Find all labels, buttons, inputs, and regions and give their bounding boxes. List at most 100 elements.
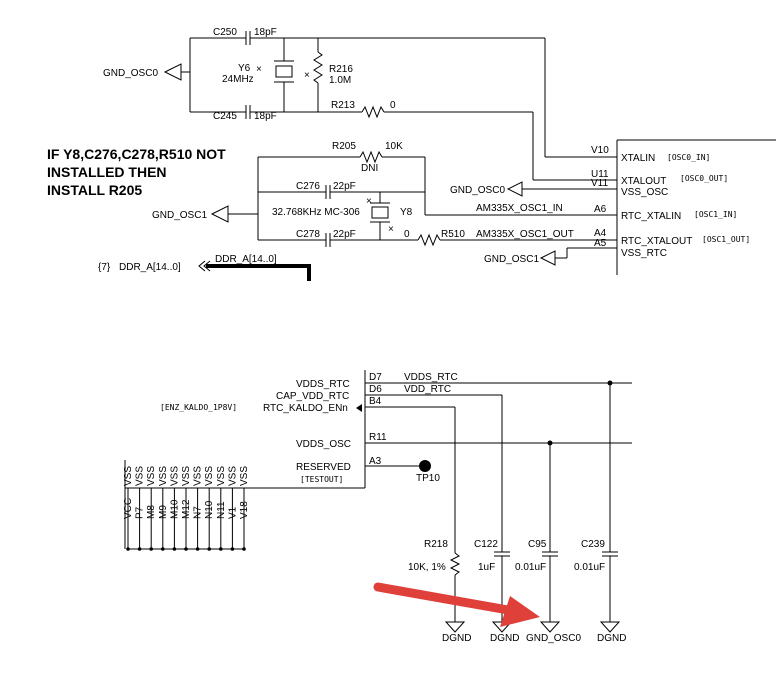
pin-xtalout: XTALOUT: [621, 176, 666, 187]
pin-cap-vdd-rtc: CAP_VDD_RTC: [276, 391, 349, 402]
c95-label: C95: [528, 539, 547, 550]
vss-ball-name: N7: [193, 506, 204, 519]
c278-label: C278: [296, 229, 320, 240]
r510-label: R510: [441, 229, 465, 240]
net-vdd-rtc: VDD_RTC: [404, 384, 451, 395]
gnd-osc0-left-label: GND_OSC0: [103, 68, 158, 79]
vss-ball-name: M8: [146, 505, 157, 519]
tp10-testpoint: [419, 460, 431, 472]
nc-mark-1: ×: [256, 64, 262, 75]
nc-mark-2: ×: [304, 70, 310, 81]
r510-value: 0: [404, 229, 410, 240]
c276-label: C276: [296, 181, 320, 192]
r213-label: R213: [331, 100, 355, 111]
dgnd-label-3: DGND: [597, 633, 626, 644]
pin-a6: A6: [594, 204, 607, 215]
pin-rtc-kaldo: RTC_KALDO_ENn: [263, 403, 348, 414]
gnd-osc0-label: GND_OSC0: [526, 633, 581, 644]
net-osc1-in: AM335X_OSC1_IN: [476, 203, 563, 214]
pin-a5: A5: [594, 238, 607, 249]
gnd-osc1-left-symbol: [210, 205, 229, 223]
pin-r11: R11: [369, 432, 387, 443]
y6-crystal: [275, 65, 293, 78]
net-osc1-out: AM335X_OSC1_OUT: [476, 229, 574, 240]
pin-rtc-xtalin-tag: [OSC1_IN]: [694, 210, 737, 219]
dgnd-label-2: DGND: [490, 633, 519, 644]
c239-label: C239: [581, 539, 605, 550]
vss-ball-name: M12: [181, 499, 192, 519]
pin-d6: D6: [369, 384, 382, 395]
tp10-label: TP10: [416, 473, 440, 484]
c245-label: C245: [213, 111, 237, 122]
ddr-net: DDR_A[14..0]: [215, 254, 277, 265]
gnd-osc0-symbol: [539, 621, 561, 633]
c278-value: 22pF: [333, 229, 356, 240]
gnd-osc1-right-label: GND_OSC1: [484, 254, 539, 265]
vss-ball-name: N10: [204, 500, 215, 519]
vss-pin-name: VSS: [135, 466, 146, 486]
y8-label: Y8: [400, 207, 413, 218]
r218-value: 10K, 1%: [408, 562, 446, 573]
vss-ball-name: M10: [169, 499, 180, 519]
pin-xtalin-tag: [OSC0_IN]: [667, 153, 710, 162]
c122-label: C122: [474, 539, 498, 550]
c239-value: 0.01uF: [574, 562, 605, 573]
c122-value: 1uF: [478, 562, 495, 573]
c95-value: 0.01uF: [515, 562, 546, 573]
note-line-1: IF Y8,C276,C278,R510 NOT: [47, 146, 226, 162]
pin-a4: A4: [594, 228, 607, 239]
net-vdds-rtc: VDDS_RTC: [404, 372, 458, 383]
vss-pin-name: VSS: [216, 466, 227, 486]
annotation-arrow: [373, 582, 540, 627]
vss-ball-name: V1: [227, 506, 238, 519]
vss-pin-name: VSS: [169, 466, 180, 486]
ddr-label: DDR_A[14..0]: [119, 262, 181, 273]
pin-vss-rtc: VSS_RTC: [621, 248, 667, 259]
vss-ball-name: M9: [158, 505, 169, 519]
vss-pin-name: VSS: [181, 466, 192, 486]
pin-d7: D7: [369, 372, 382, 383]
pin-b4: B4: [369, 396, 382, 407]
r216-label: R216: [329, 64, 353, 75]
gnd-osc1-right-symbol: [539, 250, 556, 266]
nc-mark-4: ×: [366, 196, 372, 207]
pin-xtalin: XTALIN: [621, 153, 655, 164]
c250-label: C250: [213, 27, 237, 38]
pin-rtc-xtalout-tag: [OSC1_OUT]: [702, 235, 750, 244]
vss-pin-name: VSS: [239, 466, 250, 486]
dgnd-label-1: DGND: [442, 633, 471, 644]
pin-vss-osc: VSS_OSC: [621, 187, 668, 198]
vss-pin-group: VSSVCCVSSP7VSSM8VSSM9VSSM10VSSM12VSSN7VS…: [123, 466, 250, 551]
pin-testout: [TESTOUT]: [300, 475, 343, 484]
r205-label: R205: [332, 141, 356, 152]
gnd-osc0-left-symbol: [163, 63, 182, 81]
r216-value: 1.0M: [329, 75, 351, 86]
c245-value: 18pF: [254, 111, 277, 122]
vss-ball-name: N11: [216, 501, 227, 519]
note-line-3: INSTALL R205: [47, 182, 142, 198]
enz-kaldo-tag: [ENZ_KALDO_1P8V]: [160, 403, 237, 412]
note-line-2: INSTALLED THEN: [47, 164, 167, 180]
vss-ball-name: V18: [239, 501, 250, 519]
vss-ball-name: VCC: [123, 498, 134, 519]
vss-pin-name: VSS: [146, 466, 157, 486]
r218-label: R218: [424, 539, 448, 550]
r205-value: 10K: [385, 141, 403, 152]
c276-value: 22pF: [333, 181, 356, 192]
r205-dni: DNI: [361, 163, 378, 174]
r213-value: 0: [390, 100, 396, 111]
gnd-osc1-left-label: GND_OSC1: [152, 210, 207, 221]
pin-vdds-rtc: VDDS_RTC: [296, 379, 350, 390]
active-low-marker: [356, 404, 362, 412]
gnd-osc0-mid-label: GND_OSC0: [450, 185, 505, 196]
nc-mark-3: ×: [388, 224, 394, 235]
vss-pin-name: VSS: [204, 466, 215, 486]
pin-rtc-xtalout: RTC_XTALOUT: [621, 236, 692, 247]
vss-ball-name: P7: [135, 506, 146, 519]
y8-value: 32.768KHz MC-306: [272, 207, 360, 218]
y6-value: 24MHz: [222, 74, 254, 85]
y6-label: Y6: [238, 63, 251, 74]
y8-crystal: [371, 206, 389, 219]
c250-value: 18pF: [254, 27, 277, 38]
